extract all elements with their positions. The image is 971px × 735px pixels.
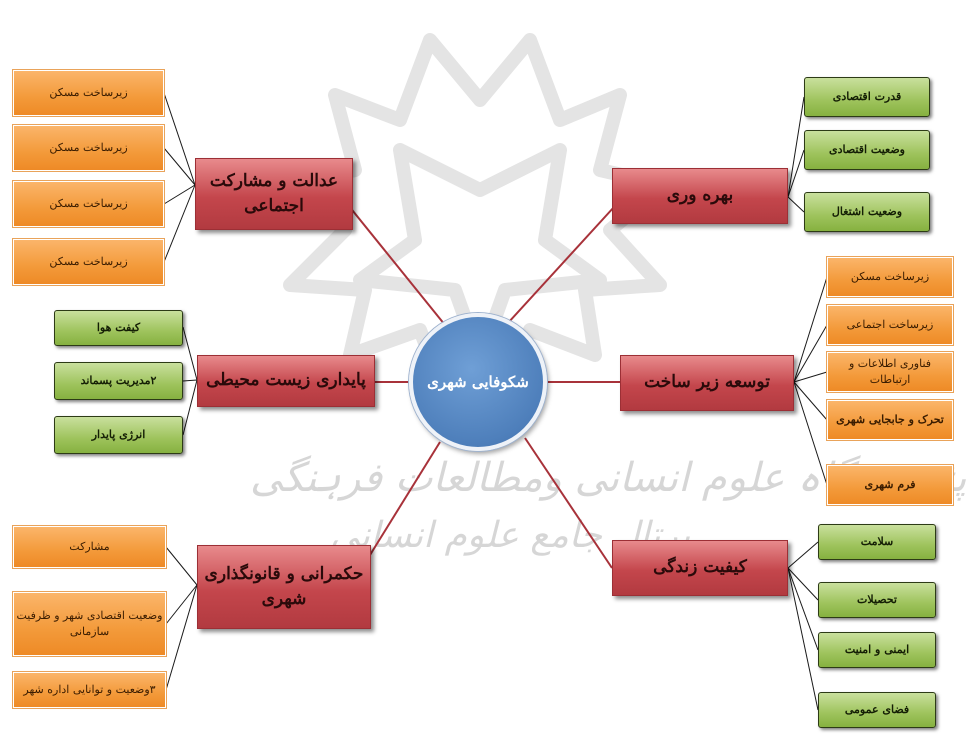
productivity-item: وضعیت اقتصادی	[804, 130, 930, 170]
quality-item: فضای عمومی	[818, 692, 936, 728]
productivity-item: قدرت اقتصادی	[804, 77, 930, 117]
infrastructure-item: زیرساخت مسکن	[826, 256, 954, 298]
justice-item: زیرساخت مسکن	[12, 69, 165, 117]
hub-governance-legislation: حکمرانی و قانونگذاری شهری	[197, 545, 371, 629]
governance-item: وضعیت اقتصادی شهر و ظرفیت سازمانی	[12, 591, 167, 657]
spoke-governance	[369, 441, 441, 556]
hub-environmental-sustainability: پایداری زیست محیطی	[197, 355, 375, 407]
hub-justice-participation: عدالت و مشارکت اجتماعی	[195, 158, 353, 230]
infrastructure-item: فرم شهری	[826, 464, 954, 506]
environment-item: کیفت هوا	[54, 310, 183, 346]
infrastructure-item: فناوری اطلاعات و ارتباطات	[826, 351, 954, 393]
infrastructure-item: زیرساخت اجتماعی	[826, 304, 954, 346]
hub-productivity: بهره وری	[612, 168, 788, 224]
quality-item: تحصیلات	[818, 582, 936, 618]
spoke-productivity	[507, 194, 626, 324]
governance-item: ۳وضعیت و توانایی اداره شهر	[12, 671, 167, 709]
hub-infrastructure-development: توسعه زیر ساخت	[620, 355, 794, 411]
spoke-quality	[524, 437, 613, 569]
justice-item: زیرساخت مسکن	[12, 124, 165, 172]
productivity-item: وضعیت اشتغال	[804, 192, 930, 232]
justice-item: زیرساخت مسکن	[12, 180, 165, 228]
spoke-justice	[339, 194, 446, 326]
hub-quality-of-life: کیفیت زندگی	[612, 540, 788, 596]
justice-item: زیرساخت مسکن	[12, 238, 165, 286]
environment-item: انرژی پایدار	[54, 416, 183, 454]
quality-item: سلامت	[818, 524, 936, 560]
center-node-urban-prosperity: شکوفایی شهری	[409, 313, 547, 451]
quality-item: ایمنی و امنیت	[818, 632, 936, 668]
environment-item: ۲مدیریت پسماند	[54, 362, 183, 400]
infrastructure-item: تحرک و جابجایی شهری	[826, 399, 954, 441]
governance-item: مشارکت	[12, 525, 167, 569]
